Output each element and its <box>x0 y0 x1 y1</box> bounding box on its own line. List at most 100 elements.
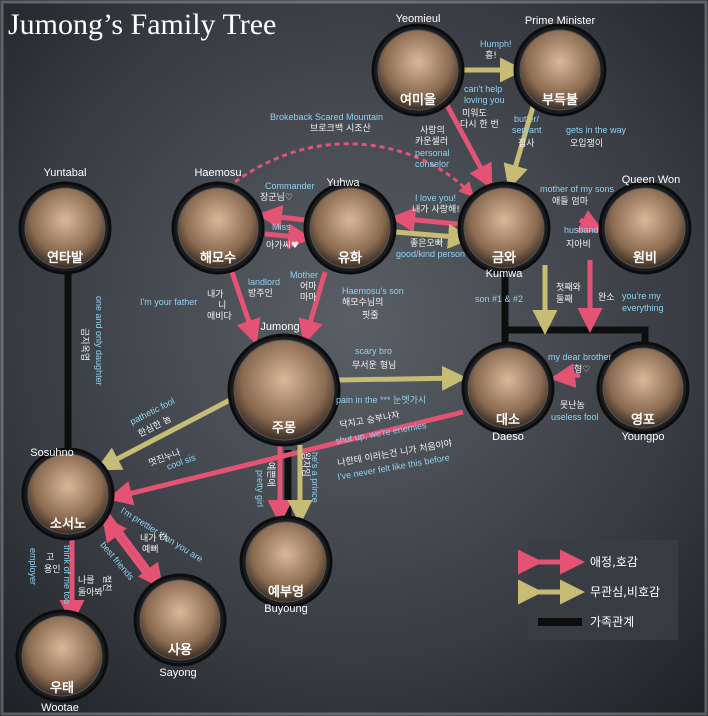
yeomiul-english: Yeomieul <box>396 13 441 25</box>
buyoung-english: Buyoung <box>264 603 307 615</box>
node-youngpo: 영포 Youngpo <box>596 341 690 443</box>
label-everything2: everything <box>622 303 664 313</box>
label-cant-help: can't help <box>464 84 502 94</box>
sosuhno-english: Sosuhno <box>30 447 73 459</box>
label-good-person-k: 좋은오빠 <box>410 238 443 249</box>
label-useless2: useless fool <box>551 412 599 422</box>
label-husband-k: 지아비 <box>566 239 591 250</box>
label-your-father: I'm your father <box>140 297 197 307</box>
jumong-english: Jumong <box>260 321 299 333</box>
label-pretty-k: 예쁜애 <box>265 462 276 487</box>
node-yuntabal: 연타발 Yuntabal <box>18 167 112 275</box>
label-i-love-you-k: 내가 사랑해! <box>412 203 460 215</box>
kumwa-english: Kumwa <box>486 268 524 280</box>
label-wanso: 완소 <box>598 292 615 303</box>
label-mother-k2: 마마 <box>300 292 317 303</box>
label-gets-in-way: gets in the way <box>566 125 627 135</box>
wootae-english: Wootae <box>41 702 79 714</box>
daeso-name: 대소 <box>496 413 520 428</box>
bu-english: Prime Minister <box>525 15 596 27</box>
label-humph: Humph! <box>480 39 512 49</box>
yuhwa-english: Yuhwa <box>326 177 360 189</box>
label-gets-in-way-k: 오입쟁이 <box>570 137 603 149</box>
sosuhno-name: 소서노 <box>50 517 86 532</box>
node-buyoung: 예부영 Buyoung <box>239 515 333 615</box>
bu-name: 부득불 <box>542 93 578 108</box>
label-think-me-k2: 돌아봐 <box>78 587 103 598</box>
label-father-k1: 내가 <box>207 289 224 300</box>
label-think-me-k1: 나를 <box>78 575 95 586</box>
label-landlord: landlord <box>248 277 280 287</box>
yuntabal-name: 연타발 <box>47 250 83 266</box>
label-haemosu-son: Haemosu's son <box>342 286 404 296</box>
legend-affection: 애정,호감 <box>590 555 638 569</box>
node-wootae: 우태 Wootae <box>15 609 109 714</box>
label-brokeback: Brokeback Scared Mountain <box>270 112 383 122</box>
node-daeso: 대소 Daeso <box>461 341 555 443</box>
label-everything: you're my <box>622 291 661 301</box>
label-one-daughter-k: 금지옥엽 <box>79 328 90 361</box>
daeso-english: Daeso <box>492 431 524 443</box>
affection-arrows <box>59 90 605 625</box>
label-pretty: pretty girl <box>255 470 265 507</box>
node-kumwa: 금와 Kumwa <box>457 181 551 280</box>
haemosu-name: 해모수 <box>200 250 236 266</box>
buyoung-name: 예부영 <box>268 584 304 600</box>
label-prettier-k2: 예뻐 <box>142 544 159 555</box>
label-son12: son #1 & #2 <box>475 294 523 304</box>
label-miss-k: 아가씨♥ <box>266 240 299 251</box>
label-servant: servant <box>512 125 542 135</box>
node-sosuhno: 소서노 Sosuhno <box>21 447 115 541</box>
sayong-english: Sayong <box>159 667 196 679</box>
label-landlord-k: 방주인 <box>248 288 273 299</box>
node-yeomiul: 여미을 Yeomieul <box>371 13 465 117</box>
label-butler-k: 집사 <box>518 137 535 149</box>
label-good-person: good/kind person <box>396 249 465 259</box>
label-i-love-you: I love you! <box>415 193 456 203</box>
label-haemosu-son-k2: 핏줄 <box>362 310 379 321</box>
label-commander-k: 장군님♡ <box>260 192 293 203</box>
label-dear-brother: my dear brother <box>548 352 612 362</box>
label-butler: butler/ <box>514 114 540 124</box>
label-best-friends-k: 절친 <box>101 575 113 592</box>
label-mother-k1: 어마 <box>300 281 317 292</box>
wonbi-name: 원비 <box>633 251 657 266</box>
yuntabal-english: Yuntabal <box>44 167 87 179</box>
yuhwa-name: 유화 <box>338 250 362 266</box>
label-conselor: conselor <box>415 159 449 169</box>
label-scary-bro-k: 무서운 형님 <box>352 360 396 371</box>
label-pain: pain in the *** 눈엣가시 <box>336 395 426 405</box>
node-haemosu: 해모수 Haemosu <box>171 167 265 275</box>
label-first-second: 첫째와 <box>556 281 581 293</box>
label-miss: Miss <box>272 222 291 232</box>
label-brokeback-k: 브로크백 시조산 <box>310 123 371 134</box>
youngpo-name: 영포 <box>631 413 655 428</box>
label-mother-sons-k: 애들 엄마 <box>552 195 589 207</box>
label-personal: personal <box>415 148 450 158</box>
node-sayong: 사용 Sayong <box>133 573 227 679</box>
label-prince: he's a prince <box>310 452 320 503</box>
label-mother: Mother <box>290 270 318 280</box>
indifference-arrows <box>95 57 558 525</box>
label-think-me: think of me too <box>62 545 72 604</box>
label-father-k3: 애비다 <box>207 311 233 322</box>
label-employer-k2: 용인 <box>44 564 61 575</box>
sayong-name: 사용 <box>168 642 192 658</box>
diagram-title: Jumong’s Family Tree <box>8 8 276 41</box>
wootae-name: 우태 <box>50 681 74 696</box>
label-employer-k1: 고 <box>46 553 54 563</box>
label-employer: employer <box>28 548 38 585</box>
label-husband: husband <box>564 225 599 235</box>
label-dear-brother-k: 형♡ <box>574 364 590 375</box>
label-useless: 못난놈 <box>560 400 585 411</box>
legend: 애정,호감 무관심,비호감 가족관계 <box>518 540 678 640</box>
wonbi-english: Queen Won <box>622 174 681 186</box>
haemosu-english: Haemosu <box>194 167 241 179</box>
legend-family: 가족관계 <box>590 615 634 629</box>
label-loving-you: loving you <box>464 95 505 105</box>
legend-indifference: 무관심,비호감 <box>590 585 660 599</box>
kumwa-name: 금와 <box>492 250 516 266</box>
label-prince-k: 왕자임 <box>300 452 312 477</box>
